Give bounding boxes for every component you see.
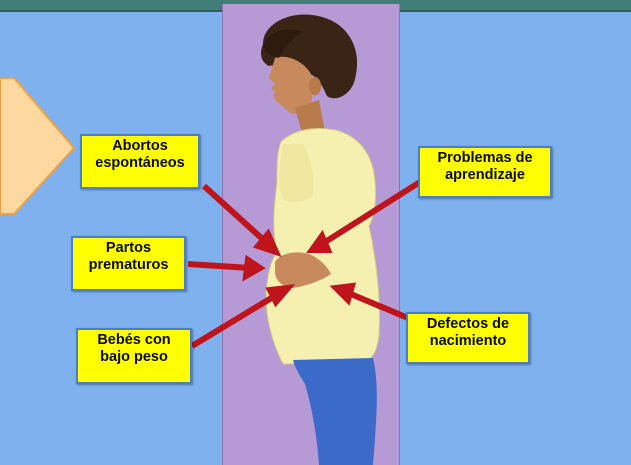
arrow-defectos <box>344 289 410 321</box>
label-problemas-aprendizaje: Problemas de aprendizaje <box>418 146 552 198</box>
callout-chevron-shape <box>0 77 76 215</box>
arrow-abortos <box>201 183 271 247</box>
label-abortos-espontaneos: Abortos espontáneos <box>80 134 200 189</box>
arrow-bebes <box>190 291 280 349</box>
jeans-shape <box>293 358 377 465</box>
pregnant-woman-illustration <box>222 4 400 465</box>
label-defectos-nacimiento: Defectos de nacimiento <box>406 312 530 364</box>
arrow-partos <box>187 261 251 271</box>
label-bebes-bajo-peso: Bebés con bajo peso <box>76 328 192 384</box>
arm-shape <box>275 252 331 288</box>
face-shape <box>269 56 314 115</box>
label-partos-prematuros: Partos prematuros <box>71 236 186 291</box>
arrow-problemas <box>320 179 422 247</box>
